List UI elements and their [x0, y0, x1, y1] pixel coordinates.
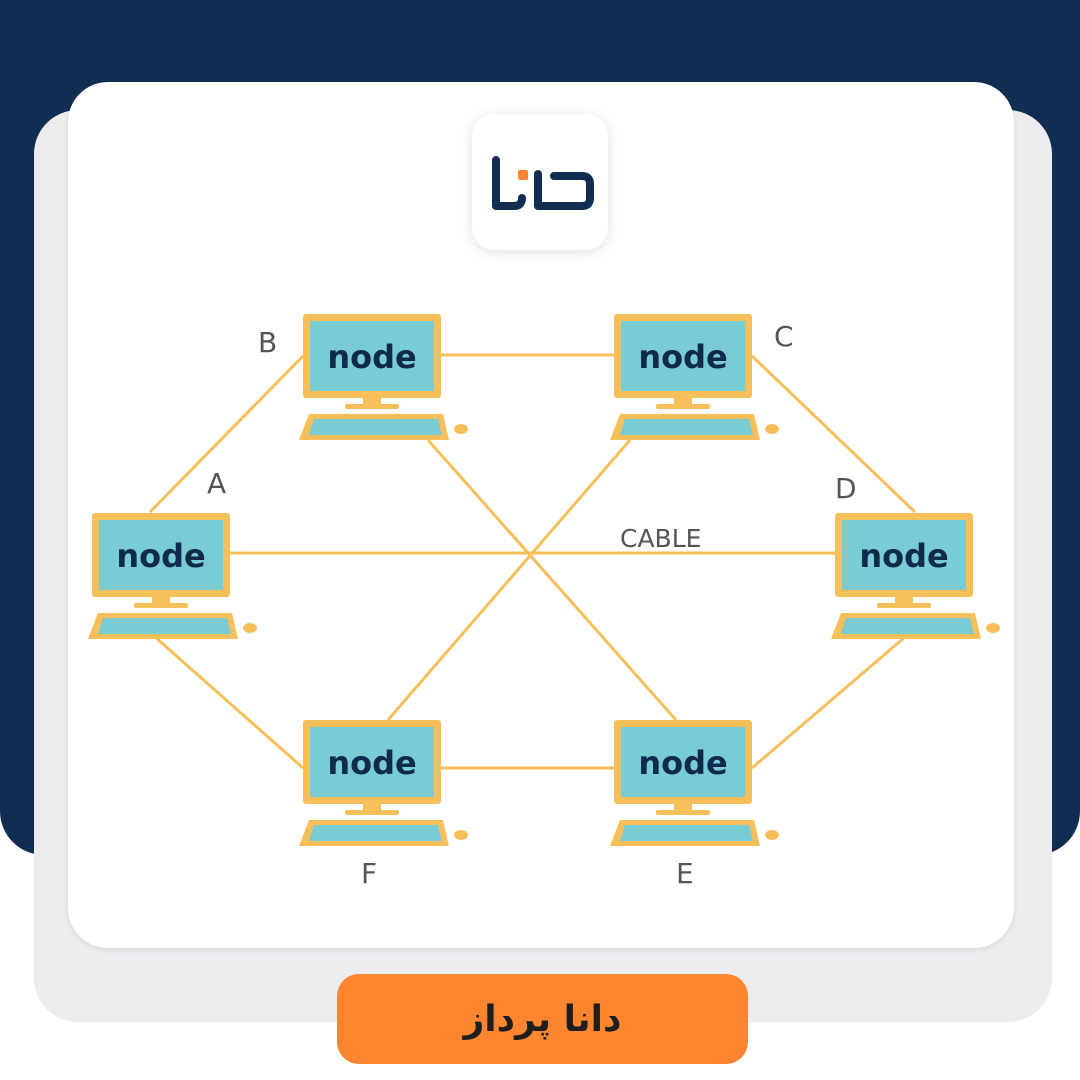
monitor-neck [674, 804, 692, 810]
node-a: node [88, 513, 257, 639]
node-letter-b: B [258, 326, 277, 359]
node-label: node [327, 744, 416, 782]
monitor-screen [621, 727, 745, 797]
keyboard-keys [620, 825, 753, 841]
monitor-neck [363, 804, 381, 810]
mouse-icon [765, 830, 779, 840]
node-letter-f: F [361, 857, 377, 890]
dana-logo-icon [492, 156, 594, 210]
monitor-stand [877, 603, 931, 608]
node-letter-d: D [835, 472, 857, 505]
monitor-stand [656, 404, 710, 409]
monitor-screen [842, 520, 966, 590]
node-letter-e: E [676, 857, 694, 890]
monitor-stand [656, 810, 710, 815]
monitor-stand [345, 810, 399, 815]
node-letter-c: C [774, 320, 794, 353]
monitor-screen [621, 321, 745, 391]
keyboard-keys [309, 825, 442, 841]
node-c: node [610, 314, 779, 440]
node-label: node [638, 744, 727, 782]
cable-link-b-e [426, 439, 678, 721]
mouse-icon [765, 424, 779, 434]
keyboard-keys [841, 618, 974, 634]
monitor-neck [674, 398, 692, 404]
logo [472, 114, 608, 250]
mouse-icon [454, 424, 468, 434]
brand-name-button[interactable]: دانا پرداز [337, 974, 748, 1064]
keyboard-keys [309, 419, 442, 435]
cable-link-d-e [751, 635, 906, 770]
node-letter-a: A [207, 467, 226, 500]
cable-link-c-f [386, 439, 632, 721]
monitor-neck [363, 398, 381, 404]
node-d: node [831, 513, 1000, 639]
cable-link-a-b [148, 354, 305, 514]
monitor-screen [310, 727, 434, 797]
monitor-stand [345, 404, 399, 409]
brand-name-label: دانا پرداز [463, 998, 622, 1040]
node-e: node [610, 720, 779, 846]
monitor-neck [152, 597, 170, 603]
keyboard-keys [98, 618, 231, 634]
node-f: node [299, 720, 468, 846]
monitor-screen [310, 321, 434, 391]
cable-links [148, 353, 917, 770]
mouse-icon [243, 623, 257, 633]
mouse-icon [454, 830, 468, 840]
monitor-stand [134, 603, 188, 608]
node-label: node [327, 338, 416, 376]
node-label: node [638, 338, 727, 376]
cable-label: CABLE [620, 524, 701, 553]
node-b: node [299, 314, 468, 440]
monitor-neck [895, 597, 913, 603]
cable-link-c-d [750, 354, 917, 514]
keyboard-keys [620, 419, 753, 435]
mouse-icon [986, 623, 1000, 633]
node-label: node [859, 537, 948, 575]
monitor-screen [99, 520, 223, 590]
cable-link-f-a [154, 635, 304, 770]
node-label: node [116, 537, 205, 575]
